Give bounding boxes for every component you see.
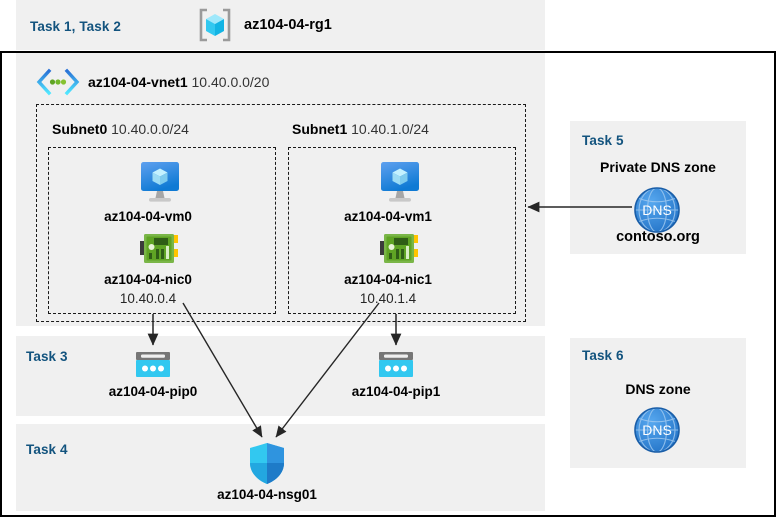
subnet1-name: Subnet1 <box>292 121 348 137</box>
resource-group-border <box>0 51 776 517</box>
network-interface-icon <box>374 231 424 267</box>
task-label-nsg: Task 4 <box>26 442 68 457</box>
vnet-cidr: 10.40.0.0/20 <box>191 74 270 90</box>
task-label-dns: Task 6 <box>582 348 624 363</box>
vm0-name: az104-04-vm0 <box>104 209 192 224</box>
network-interface-icon <box>134 231 184 267</box>
network-security-group-icon <box>247 441 287 487</box>
nsg-name: az104-04-nsg01 <box>217 487 317 502</box>
svg-text:DNS: DNS <box>642 202 672 218</box>
private-dns-zone-name: contoso.org <box>616 229 700 245</box>
virtual-machine-icon <box>374 160 426 206</box>
private-dns-zone-title: Private DNS zone <box>600 159 716 175</box>
svg-text:DNS: DNS <box>642 422 672 438</box>
dns-zone-icon: DNS <box>632 405 682 455</box>
task-label-pip: Task 3 <box>26 349 68 364</box>
resource-group-name: az104-04-rg1 <box>244 17 332 33</box>
subnet0-header: Subnet0 10.40.0.0/24 <box>52 121 189 137</box>
task-label-rg: Task 1, Task 2 <box>30 19 121 34</box>
vnet-panel <box>16 53 545 326</box>
nic0-name: az104-04-nic0 <box>104 272 192 287</box>
vnet-header: az104-04-vnet1 10.40.0.0/20 <box>88 74 269 90</box>
pip1-name: az104-04-pip1 <box>351 384 441 399</box>
public-ip-address-icon <box>376 350 416 382</box>
nic1-ip: 10.40.1.4 <box>359 291 417 306</box>
subnet1-header: Subnet1 10.40.1.0/24 <box>292 121 429 137</box>
dns-zone-title: DNS zone <box>625 381 691 397</box>
nic0-ip: 10.40.0.4 <box>119 291 177 306</box>
subnet0-name: Subnet0 <box>52 121 108 137</box>
subnet0-cidr: 10.40.0.0/24 <box>111 121 189 137</box>
resource-group-icon <box>196 6 234 44</box>
nic1-name: az104-04-nic1 <box>344 272 432 287</box>
vm1-name: az104-04-vm1 <box>344 209 432 224</box>
virtual-machine-icon <box>134 160 186 206</box>
pip0-name: az104-04-pip0 <box>108 384 198 399</box>
subnet0-boundary <box>48 147 276 314</box>
public-ip-address-icon <box>133 350 173 382</box>
task-label-private-dns: Task 5 <box>582 133 624 148</box>
resource-group-panel <box>16 0 545 50</box>
vnet-name: az104-04-vnet1 <box>88 74 188 90</box>
dns-zone-icon: DNS <box>632 185 682 235</box>
virtual-network-icon <box>36 68 80 96</box>
subnet1-boundary <box>288 147 516 314</box>
subnet1-cidr: 10.40.1.0/24 <box>351 121 429 137</box>
